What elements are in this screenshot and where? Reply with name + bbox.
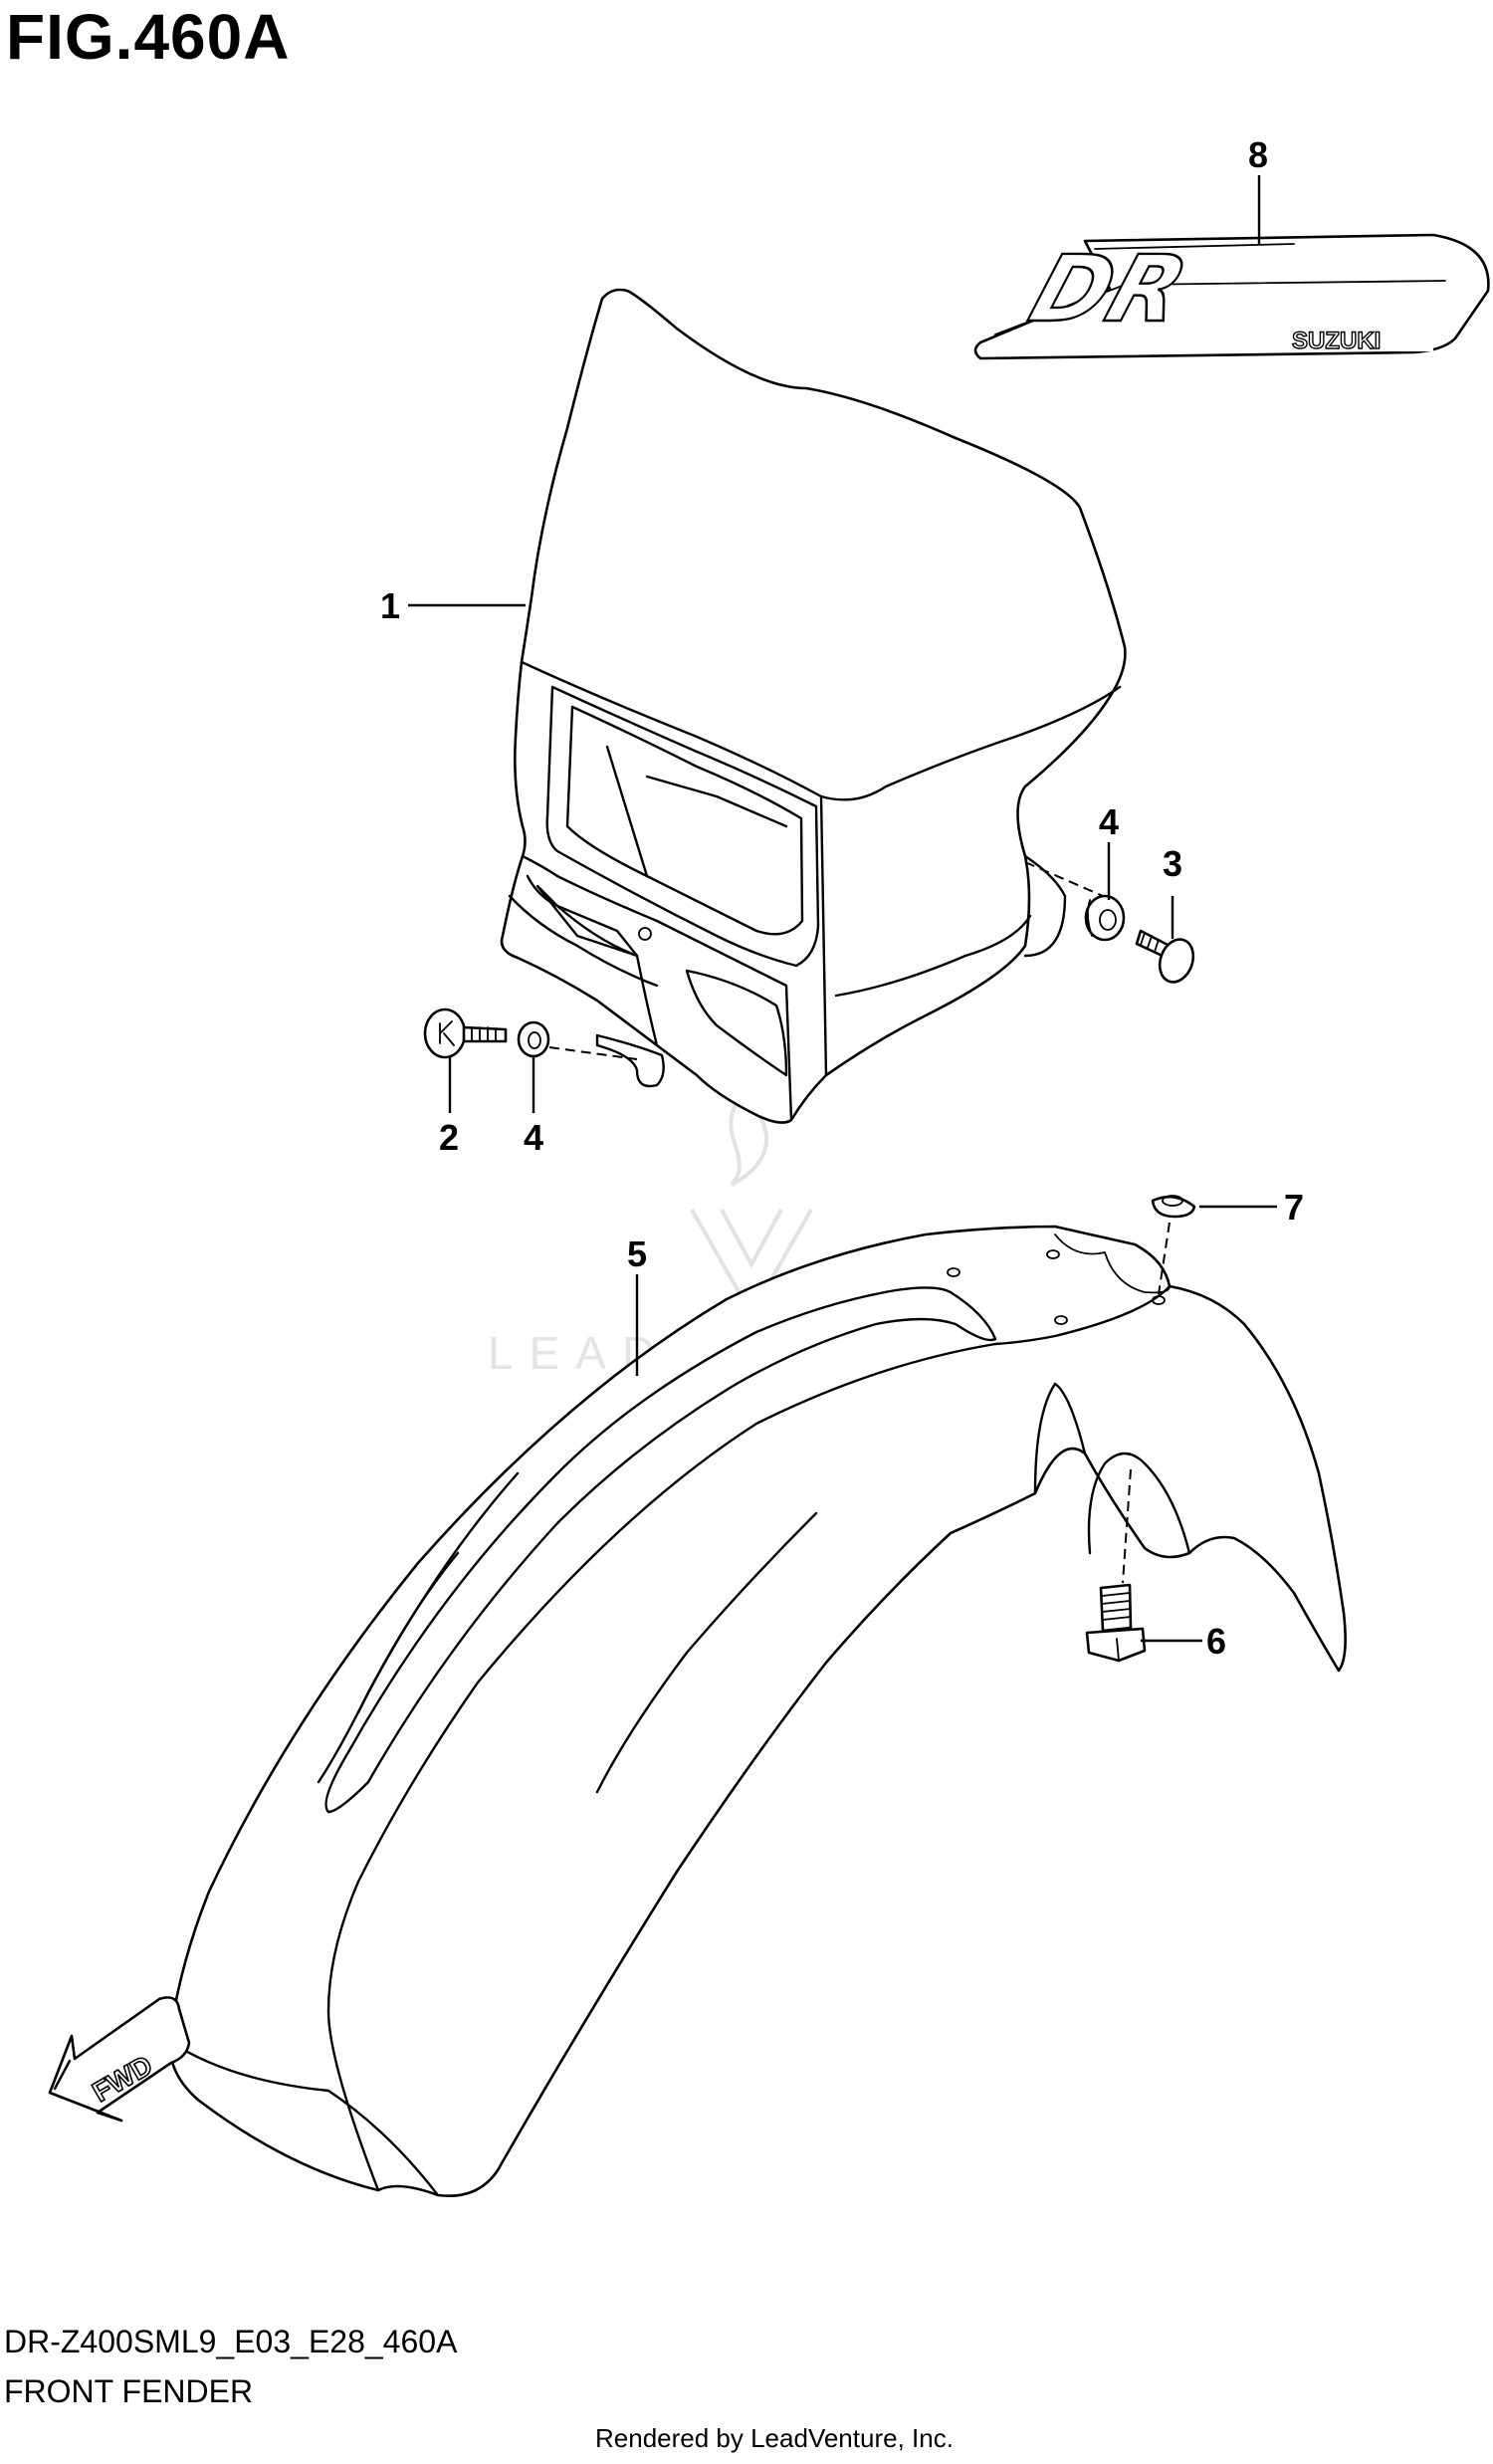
callout-3: 3: [1163, 843, 1182, 884]
fender-nut[interactable]: [1151, 1195, 1196, 1219]
callout-6: 6: [1206, 1621, 1226, 1662]
left-mount-dashline: [548, 1046, 638, 1060]
fwd-direction-badge: FWD: [48, 1996, 191, 2123]
screw-left[interactable]: [423, 1008, 508, 1059]
screw-right[interactable]: [1135, 929, 1199, 987]
front-fender[interactable]: [167, 1225, 1347, 2197]
right-mount-dashline: [1024, 861, 1104, 897]
dr-suzuki-emblem[interactable]: DR SUZUKI: [973, 233, 1490, 360]
fender-bolt[interactable]: [1085, 1583, 1147, 1663]
callout-8: 8: [1248, 134, 1268, 175]
model-code: DR-Z400SML9_E03_E28_460A: [4, 2324, 458, 2359]
bolt-dashline: [1122, 1468, 1132, 1584]
headlight-housing[interactable]: [500, 288, 1127, 1124]
figure-title: FIG.460A: [6, 1, 291, 73]
emblem-letters: DR: [1018, 236, 1199, 342]
nut-dashline: [1158, 1222, 1171, 1295]
grommet-left[interactable]: [517, 1020, 550, 1058]
callout-5: 5: [627, 1233, 647, 1274]
emblem-brand: SUZUKI: [1292, 328, 1381, 354]
callout-7: 7: [1284, 1187, 1304, 1228]
callout-1: 1: [380, 585, 400, 626]
callout-4-right: 4: [1099, 801, 1119, 842]
grommet-right[interactable]: [1084, 894, 1126, 942]
callout-4-left: 4: [524, 1117, 543, 1158]
rendered-by-credit: Rendered by LeadVenture, Inc.: [595, 2423, 954, 2453]
callout-2: 2: [439, 1117, 459, 1158]
section-name: FRONT FENDER: [4, 2373, 254, 2409]
